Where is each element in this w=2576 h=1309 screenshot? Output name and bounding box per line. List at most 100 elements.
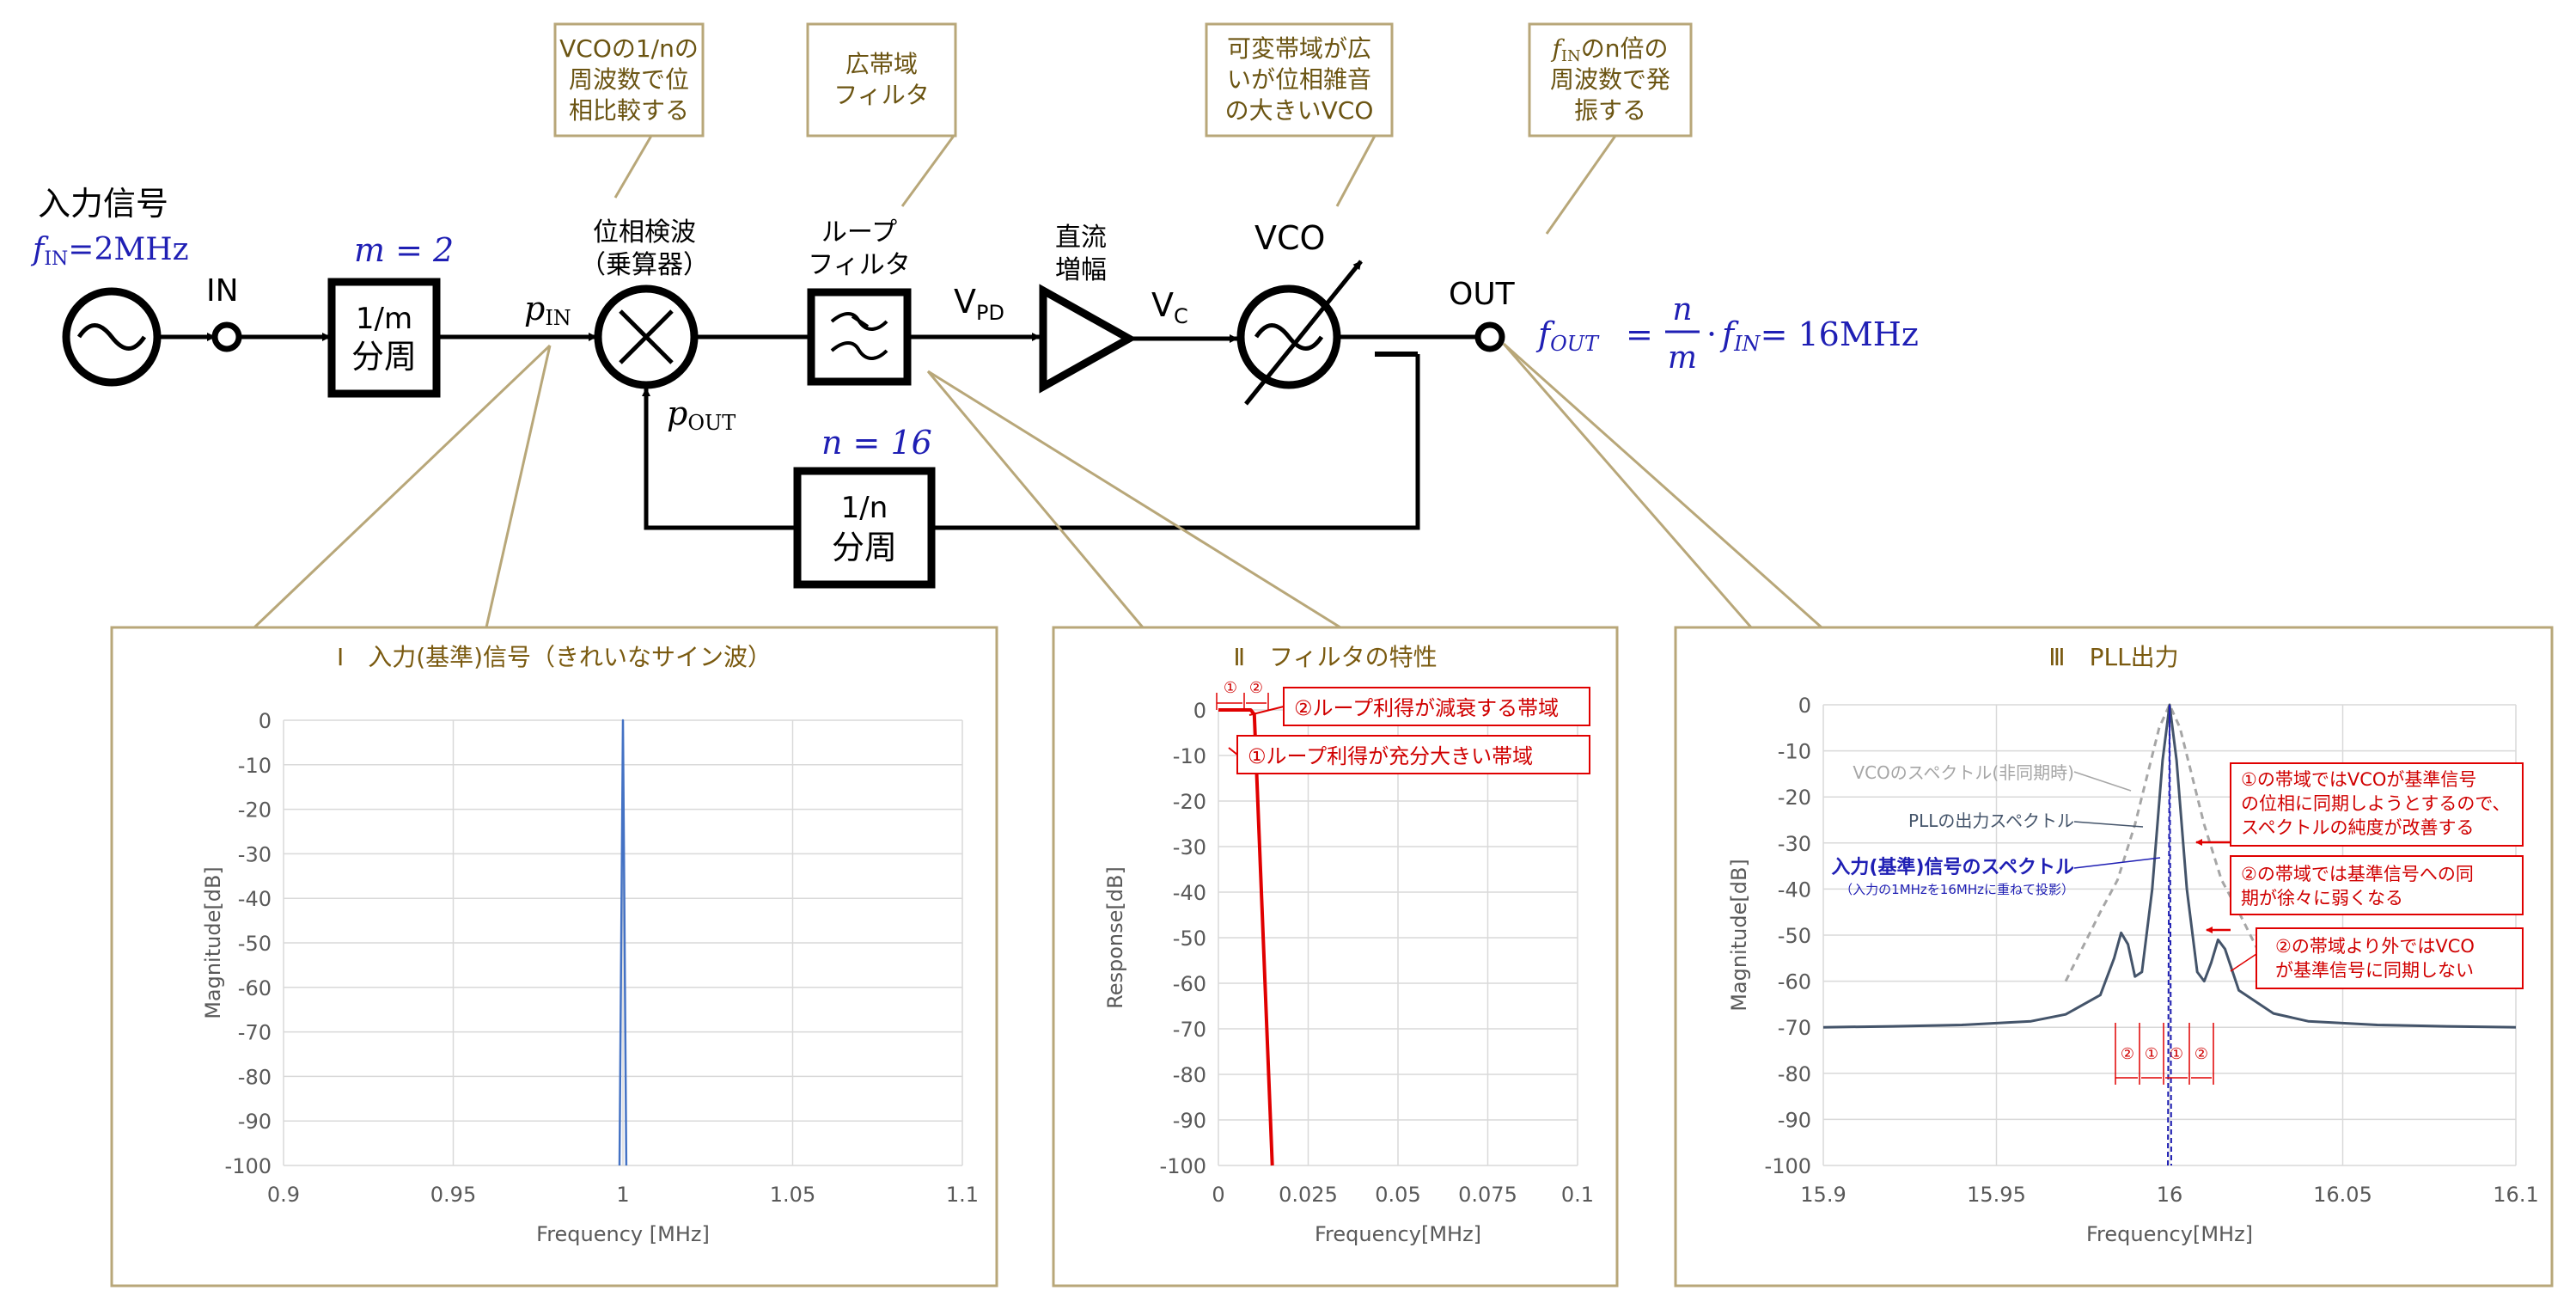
x-tick-label: 0.075 <box>1458 1183 1517 1207</box>
legend-input: 入力(基準)信号のスペクトル <box>1831 856 2074 878</box>
loop-filter-label-line1: ループ <box>821 217 897 248</box>
loop-filter-label-line2: フィルタ <box>808 250 910 280</box>
x-tick-label: 0.9 <box>267 1183 300 1207</box>
n-label: n = 16 <box>821 424 932 462</box>
x-tick-label: 0.025 <box>1279 1183 1338 1207</box>
svg-text:フィルタ: フィルタ <box>833 81 929 109</box>
y-tick-label: 0 <box>1193 699 1206 723</box>
x-axis-label: Frequency[MHz] <box>2086 1222 2253 1246</box>
y-tick-label: -20 <box>1173 790 1206 814</box>
svg-text:周波数で位: 周波数で位 <box>569 65 689 94</box>
callout-vco-noise: 可変帯域が広 いが位相雑音 の大きいVCO <box>1205 22 1394 207</box>
x-tick-label: 15.95 <box>1967 1183 2026 1207</box>
y-tick-label: -80 <box>238 1065 272 1089</box>
panel-1-frame <box>110 626 998 1288</box>
in-port-label: IN <box>206 273 239 309</box>
vco-icon <box>1236 260 1363 406</box>
y-tick-label: -80 <box>1173 1063 1206 1087</box>
y-tick-label: -60 <box>1173 972 1206 996</box>
y-tick-label: 0 <box>259 709 272 733</box>
y-tick-label: -50 <box>1173 927 1206 951</box>
y-tick-label: -90 <box>238 1110 272 1134</box>
vco-label: VCO <box>1254 219 1325 257</box>
svg-text:相比較する: 相比較する <box>569 96 689 125</box>
divider-n-line2: 分周 <box>832 529 897 566</box>
vpd-label: VPD <box>954 283 1004 325</box>
annot-pll-3a: ②の帯域より外ではVCO <box>2275 936 2475 957</box>
y-tick-label: -30 <box>1778 832 1811 856</box>
annot-pll-1b: の位相に同期しようとするので、 <box>2241 793 2511 814</box>
divider-n-block <box>793 467 936 589</box>
x-tick-label: 1.05 <box>770 1183 815 1207</box>
pd-label-line1: 位相検波 <box>593 217 696 248</box>
y-tick-label: -90 <box>1778 1108 1811 1132</box>
callout-phase-compare: VCOの1/nの 周波数で位 相比較する <box>553 22 705 199</box>
vc-label: VC <box>1151 286 1188 328</box>
x-tick-label: 16 <box>2157 1183 2183 1207</box>
series-line <box>618 719 628 1166</box>
m-label: m = 2 <box>354 231 454 269</box>
x-tick-label: 1.1 <box>946 1183 979 1207</box>
svg-text:m: m <box>1668 340 1697 376</box>
y-tick-label: 0 <box>1798 694 1811 718</box>
x-tick-label: 15.9 <box>1800 1183 1846 1207</box>
band-mark-1: ① <box>1224 679 1237 697</box>
svg-text:n: n <box>1672 292 1692 327</box>
x-tick-label: 16.05 <box>2313 1183 2372 1207</box>
callout-wideband-filter: 広帯域 フィルタ <box>806 22 957 207</box>
annot-pll-2a: ②の帯域では基準信号への同 <box>2241 864 2474 884</box>
out-port-label: OUT <box>1449 277 1516 312</box>
annot-pll-1c: スペクトルの純度が改善する <box>2241 817 2475 838</box>
y-tick-label: -100 <box>225 1154 272 1178</box>
loop-filter-icon <box>807 288 912 386</box>
band3-mark-a: ② <box>2121 1045 2134 1063</box>
legend-input-note: （入力の1MHzを16MHzに重ねて投影） <box>1840 882 2074 897</box>
x-tick-label: 0.95 <box>430 1183 476 1207</box>
panel-3-frame <box>1674 626 2554 1288</box>
y-tick-label: -100 <box>1160 1154 1206 1178</box>
annot-pll-3b: が基準信号に同期しない <box>2275 960 2474 981</box>
y-tick-label: -40 <box>1778 878 1811 902</box>
band3-mark-b: ① <box>2145 1045 2158 1063</box>
series-line <box>2064 703 2275 982</box>
svg-text:可変帯域が広: 可変帯域が広 <box>1227 34 1371 63</box>
y-tick-label: -10 <box>1778 740 1811 764</box>
y-tick-label: -40 <box>238 887 272 911</box>
x-tick-label: 1 <box>616 1183 629 1207</box>
pll-annotations: VCOのスペクトル(非同期時) PLLの出力スペクトル 入力(基準)信号のスペク… <box>1831 762 2524 1085</box>
block-diagram-labels: 入力信号 fIN=2MHz IN m = 2 1/m 分周 pIN 位相検波 （… <box>30 185 1919 566</box>
callout-oscillation: fINのn倍の 周波数で発 振する <box>1528 22 1693 235</box>
svg-text:広帯域: 広帯域 <box>845 50 918 78</box>
y-tick-label: -60 <box>1778 970 1811 994</box>
svg-text:VCOの1/nの: VCOの1/nの <box>559 34 699 63</box>
pout-label: pOUT <box>667 395 736 435</box>
x-tick-label: 0.05 <box>1375 1183 1420 1207</box>
out-port-icon <box>1474 321 1505 352</box>
svg-text:振する: 振する <box>1574 96 1646 125</box>
y-tick-label: -60 <box>238 976 272 1000</box>
y-tick-label: -70 <box>1778 1016 1811 1040</box>
block-diagram <box>62 260 1505 589</box>
y-tick-label: -70 <box>1173 1018 1206 1042</box>
band3-mark-d: ② <box>2194 1045 2208 1063</box>
mixer-icon <box>594 284 699 389</box>
in-port-icon <box>211 321 242 352</box>
amplifier-icon <box>1039 284 1138 394</box>
annot-band1: ①ループ利得が充分大きい帯域 <box>1248 744 1533 768</box>
signal-source-icon <box>62 287 162 387</box>
annot-pll-1a: ①の帯域ではVCOが基準信号 <box>2241 769 2476 790</box>
panel-3-title: Ⅲ PLL出力 <box>2048 643 2178 671</box>
y-axis-label: Magnitude[dB] <box>1727 859 1751 1012</box>
x-tick-label: 0.1 <box>1561 1183 1594 1207</box>
x-tick-label: 16.1 <box>2493 1183 2538 1207</box>
y-tick-label: -20 <box>238 798 272 823</box>
svg-text:いが位相雑音: いが位相雑音 <box>1227 65 1371 94</box>
fout-formula: fOUT = n m · fIN= 16MHz <box>1535 292 1919 376</box>
y-tick-label: -30 <box>1173 835 1206 859</box>
panel-1-title: Ⅰ 入力(基準)信号（きれいなサイン波） <box>337 643 772 671</box>
y-tick-label: -80 <box>1778 1062 1811 1086</box>
svg-text:·: · <box>1706 315 1717 353</box>
